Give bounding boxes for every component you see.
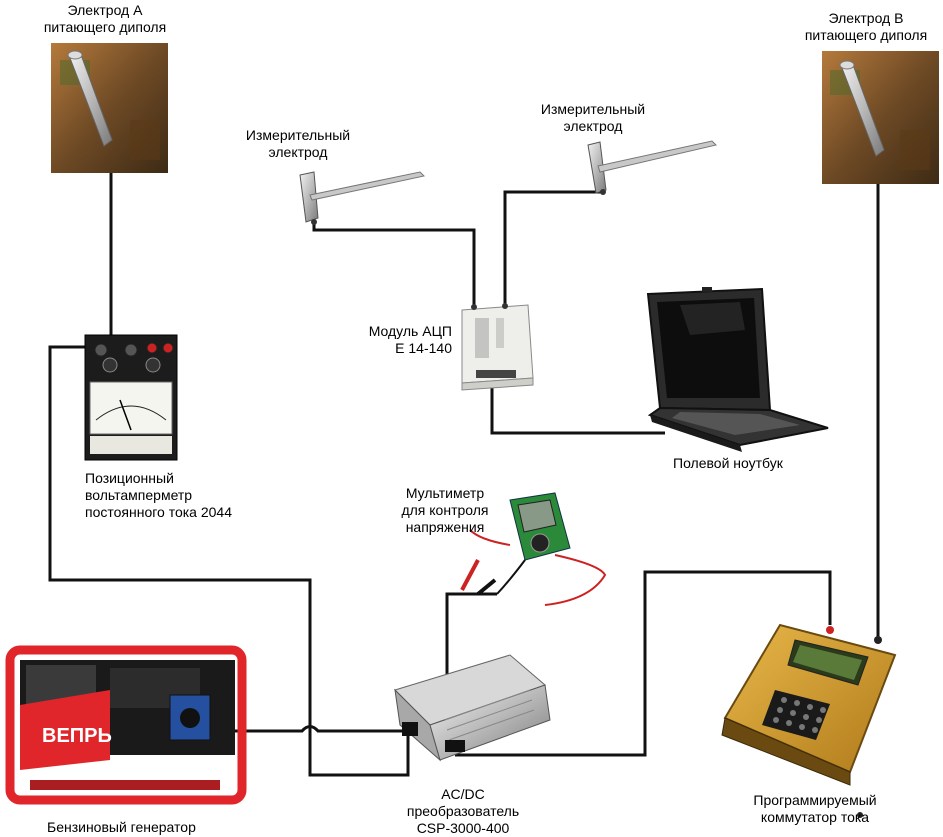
wire-converter-to-voltmeter-return [308,732,410,777]
measuring-electrode-left [299,171,426,225]
wire-adc-to-laptop [490,385,665,435]
wire-generator-to-converter [212,725,410,733]
ac-dc-converter [394,654,551,762]
electrode-b-photo [822,51,939,184]
electrode-a-photo [51,43,168,173]
voltammeter [84,334,178,461]
wire-meas-left-to-adc [312,222,476,305]
measuring-electrode-right [587,140,717,195]
wire-meas-right-to-adc [503,190,603,305]
laptop [646,287,829,452]
wire-converter-to-switch [455,570,832,757]
switch-keypad [762,690,830,740]
programmable-switch [721,623,897,818]
gasoline-generator: ВЕПРЬ [5,645,247,805]
adc-module [461,303,534,391]
label-generator: Бензиновый генератор [47,819,196,835]
label-laptop: Полевой ноутбук [673,455,783,471]
multimeter [460,492,607,606]
wire-voltmeter-to-converter [48,345,312,738]
generator-brand-mark: ВЕПРЬ [42,725,112,747]
wires [48,172,880,777]
